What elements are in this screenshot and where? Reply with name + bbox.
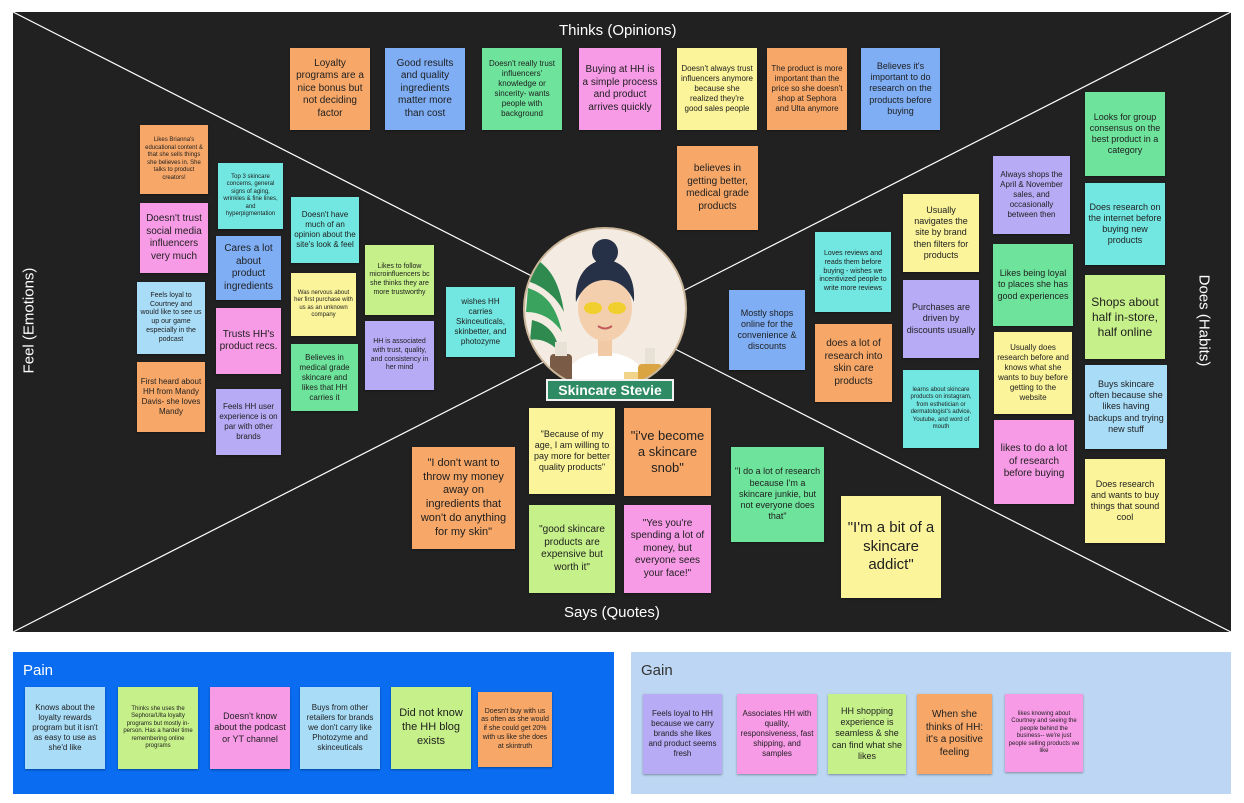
sticky-note-thinks[interactable]: Doesn't really trust influencers' knowle… bbox=[482, 48, 562, 130]
feels-quadrant-title: Feel (Emotions) bbox=[20, 267, 38, 374]
sticky-note-does[interactable]: Usually does research before and knows w… bbox=[994, 332, 1072, 414]
sticky-note-does[interactable]: Usually navigates the site by brand then… bbox=[903, 194, 979, 272]
persona-name-label: Skincare Stevie bbox=[546, 379, 674, 401]
sticky-note-does[interactable]: Does research on the internet before buy… bbox=[1085, 183, 1165, 265]
sticky-note-feels[interactable]: Trusts HH's product recs. bbox=[216, 308, 281, 374]
sticky-note-does[interactable]: Purchases are driven by discounts usuall… bbox=[903, 280, 979, 358]
sticky-note-does[interactable]: Loves reviews and reads them before buyi… bbox=[815, 232, 891, 312]
sticky-note-feels[interactable]: First heard about HH from Mandy Davis- s… bbox=[137, 362, 205, 432]
sticky-note-feels[interactable]: wishes HH carries Skinceuticals, skinbet… bbox=[446, 287, 515, 357]
sticky-note-says[interactable]: "good skincare products are expensive bu… bbox=[529, 505, 615, 593]
sticky-note-says[interactable]: "I don't want to throw my money away on … bbox=[412, 447, 515, 549]
sticky-note-does[interactable]: Looks for group consensus on the best pr… bbox=[1085, 92, 1165, 176]
sticky-note-gain[interactable]: Associates HH with quality, responsivene… bbox=[737, 694, 817, 774]
sticky-note-thinks[interactable]: Loyalty programs are a nice bonus but no… bbox=[290, 48, 370, 130]
sticky-note-thinks[interactable]: believes in getting better, medical grad… bbox=[677, 146, 758, 230]
sticky-note-gain[interactable]: Feels loyal to HH because we carry brand… bbox=[643, 694, 722, 774]
sticky-note-thinks[interactable]: Good results and quality ingredients mat… bbox=[385, 48, 465, 130]
sticky-note-feels[interactable]: HH is associated with trust, quality, an… bbox=[365, 321, 434, 390]
sticky-note-pain[interactable]: Doesn't buy with us as often as she woul… bbox=[478, 692, 552, 767]
sticky-note-feels[interactable]: Feels HH user experience is on par with … bbox=[216, 389, 281, 455]
sticky-note-thinks[interactable]: Believes it's important to do research o… bbox=[861, 48, 940, 130]
sticky-note-does[interactable]: learns about skincare products on instag… bbox=[903, 370, 979, 448]
pain-title: Pain bbox=[23, 662, 54, 679]
sticky-note-feels[interactable]: Was nervous about her first purchase wit… bbox=[291, 273, 356, 336]
sticky-note-pain[interactable]: Knows about the loyalty rewards program … bbox=[25, 687, 105, 769]
sticky-note-gain[interactable]: HH shopping experience is seamless & she… bbox=[828, 694, 906, 774]
sticky-note-feels[interactable]: Feels loyal to Courtney and would like t… bbox=[137, 282, 205, 354]
sticky-note-does[interactable]: does a lot of research into skin care pr… bbox=[815, 324, 892, 402]
sticky-note-does[interactable]: likes to do a lot of research before buy… bbox=[994, 420, 1074, 504]
sticky-note-says[interactable]: "Yes you're spending a lot of money, but… bbox=[624, 505, 711, 593]
does-quadrant-title: Does (Habits) bbox=[1195, 274, 1213, 367]
thinks-quadrant-title: Thinks (Opinions) bbox=[559, 22, 677, 39]
sticky-note-feels[interactable]: Doesn't have much of an opinion about th… bbox=[291, 197, 359, 263]
sticky-note-feels[interactable]: Cares a lot about product ingredients bbox=[216, 236, 281, 300]
sticky-note-thinks[interactable]: Doesn't always trust influencers anymore… bbox=[677, 48, 757, 130]
sticky-note-says[interactable]: "I do a lot of research because I'm a sk… bbox=[731, 447, 824, 542]
sticky-note-pain[interactable]: Buys from other retailers for brands we … bbox=[300, 687, 380, 769]
sticky-note-does[interactable]: Shops about half in-store, half online bbox=[1085, 275, 1165, 359]
sticky-note-feels[interactable]: Likes to follow microinfluencers bc she … bbox=[365, 245, 434, 315]
sticky-note-pain[interactable]: Thinks she uses the Sephora/Ulta loyalty… bbox=[118, 687, 198, 769]
sticky-note-does[interactable]: Buys skincare often because she likes ha… bbox=[1085, 365, 1167, 449]
persona-avatar bbox=[523, 227, 687, 391]
says-quadrant-title: Says (Quotes) bbox=[564, 604, 660, 621]
sticky-note-feels[interactable]: Believes in medical grade skincare and l… bbox=[291, 344, 358, 411]
sticky-note-thinks[interactable]: The product is more important than the p… bbox=[767, 48, 847, 130]
sticky-note-gain[interactable]: likes knowing about Courtney and seeing … bbox=[1005, 694, 1083, 772]
sticky-note-thinks[interactable]: Buying at HH is a simple process and pro… bbox=[579, 48, 661, 130]
sticky-note-says[interactable]: "Because of my age, I am willing to pay … bbox=[529, 408, 615, 494]
sticky-note-does[interactable]: Likes being loyal to places she has good… bbox=[993, 244, 1073, 326]
sticky-note-does[interactable]: Always shops the April & November sales,… bbox=[993, 156, 1070, 234]
sticky-note-does[interactable]: Mostly shops online for the convenience … bbox=[729, 290, 805, 370]
sticky-note-does[interactable]: Does research and wants to buy things th… bbox=[1085, 459, 1165, 543]
sticky-note-gain[interactable]: When she thinks of HH: it's a positive f… bbox=[917, 694, 992, 774]
gain-title: Gain bbox=[641, 662, 673, 679]
sticky-note-feels[interactable]: Top 3 skincare concerns, general signs o… bbox=[218, 163, 283, 229]
sticky-note-feels[interactable]: Doesn't trust social media influencers v… bbox=[140, 203, 208, 273]
sticky-note-pain[interactable]: Did not know the HH blog exists bbox=[391, 687, 471, 769]
sticky-note-says[interactable]: "I'm a bit of a skincare addict" bbox=[841, 496, 941, 598]
sticky-note-pain[interactable]: Doesn't know about the podcast or YT cha… bbox=[210, 687, 290, 769]
sticky-note-feels[interactable]: Likes Brianna's educational content & th… bbox=[140, 125, 208, 194]
sticky-note-says[interactable]: "i've become a skincare snob" bbox=[624, 408, 711, 496]
